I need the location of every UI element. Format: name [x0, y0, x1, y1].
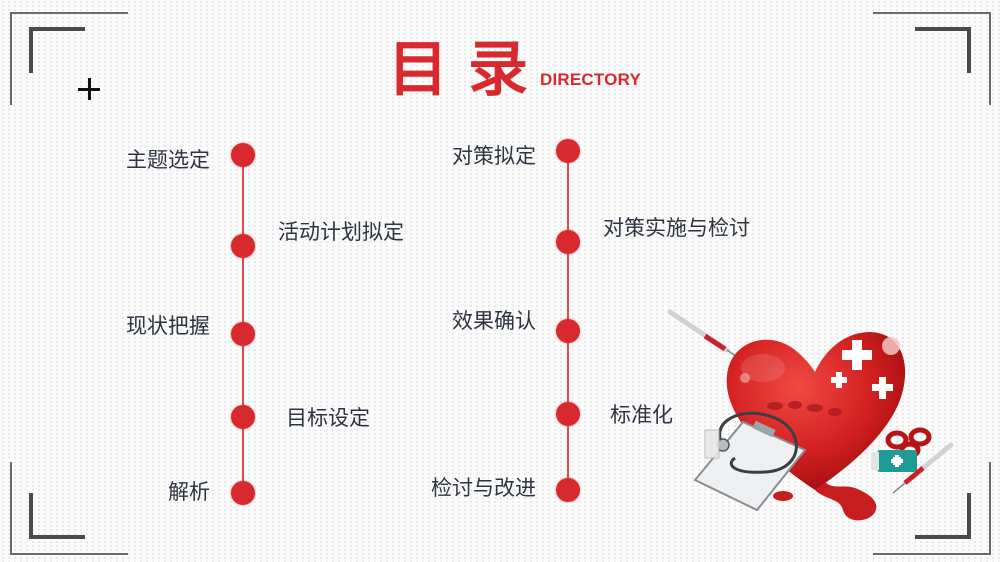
medical-cross-icon: [831, 340, 893, 399]
bracket-outer-h: [10, 12, 128, 14]
timeline-dot: [231, 143, 255, 167]
menu-item-activity-plan[interactable]: 活动计划拟定: [278, 220, 404, 244]
medical-heart-illustration: [667, 309, 954, 521]
timeline-dot: [231, 405, 255, 429]
bracket-outer-h: [10, 553, 128, 555]
menu-item-topic-selection[interactable]: 主题选定: [126, 148, 210, 172]
menu-item-status-grasp[interactable]: 现状把握: [126, 314, 210, 338]
timeline-dot: [556, 230, 580, 254]
menu-item-countermeasure-plan[interactable]: 对策拟定: [452, 144, 536, 168]
menu-item-review-improvement[interactable]: 检讨与改进: [431, 476, 536, 500]
bracket-inner-v: [29, 493, 33, 539]
timeline-dot: [231, 322, 255, 346]
menu-item-countermeasure-implementation[interactable]: 对策实施与检讨: [603, 216, 750, 240]
menu-item-goal-setting[interactable]: 目标设定: [286, 406, 370, 430]
bracket-inner-h: [29, 27, 85, 31]
timeline-dot: [231, 481, 255, 505]
bracket-inner-h: [29, 535, 85, 539]
bracket-outer-v: [10, 12, 12, 105]
bracket-outer-v: [10, 462, 12, 555]
timeline-dot: [556, 319, 580, 343]
bracket-outer-v: [989, 12, 991, 105]
bracket-inner-v: [29, 27, 33, 73]
bracket-outer-h: [873, 12, 991, 14]
menu-item-effect-confirmation[interactable]: 效果确认: [452, 309, 536, 333]
bracket-inner-v: [967, 27, 971, 73]
bracket-outer-v: [989, 462, 991, 555]
medicine-vial-icon: [871, 450, 917, 472]
menu-item-analysis[interactable]: 解析: [168, 480, 210, 504]
page-title: 目录: [388, 35, 548, 105]
timeline-dot: [556, 139, 580, 163]
plus-icon: [78, 78, 100, 100]
bracket-inner-h: [915, 535, 971, 539]
bracket-inner-v: [967, 493, 971, 539]
syringe-icon: [892, 442, 954, 494]
timeline-dot: [556, 402, 580, 426]
menu-item-standardization[interactable]: 标准化: [610, 403, 673, 427]
bracket-outer-h: [873, 553, 991, 555]
timeline-dot: [231, 234, 255, 258]
timeline-dot: [556, 478, 580, 502]
syringe-icon: [667, 309, 738, 358]
bracket-inner-h: [915, 27, 971, 31]
page-subtitle: DIRECTORY: [540, 70, 641, 89]
